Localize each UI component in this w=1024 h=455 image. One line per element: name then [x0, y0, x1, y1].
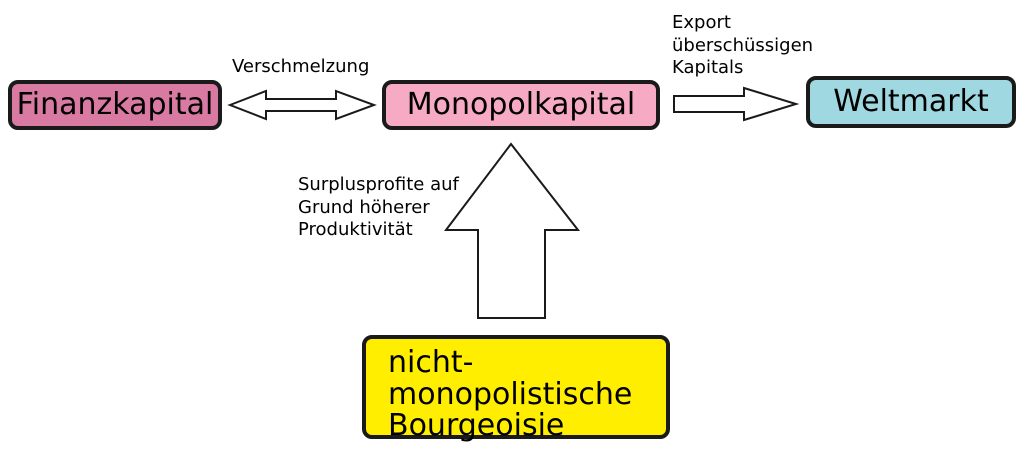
- node-bourgeoisie: nicht- monopolistische Bourgeoisie: [362, 335, 670, 442]
- edge-label-surplus-line: Grund höherer: [298, 196, 430, 218]
- edge-label-export-line: Kapitals: [672, 57, 744, 78]
- double-arrow-verschmelzung: [227, 89, 377, 121]
- edge-label-export-line: überschüssigen: [672, 34, 814, 56]
- edge-label-export: Export überschüssigen Kapitals: [672, 12, 813, 80]
- node-bourgeoisie-line: monopolistische: [388, 376, 633, 412]
- node-weltmarkt-label: Weltmarkt: [833, 84, 989, 119]
- arrow-surplus-up: [443, 142, 581, 319]
- node-finanzkapital: Finanzkapital: [8, 80, 222, 130]
- node-finanzkapital-label: Finanzkapital: [16, 87, 214, 122]
- node-bourgeoisie-line: nicht-: [388, 345, 474, 380]
- edge-label-surplus: Surplusprofite auf Grund höherer Produkt…: [298, 174, 459, 242]
- node-monopolkapital-label: Monopolkapital: [406, 87, 636, 122]
- edge-label-verschmelzung: Verschmelzung: [232, 56, 370, 77]
- edge-label-surplus-line: Produktivität: [298, 219, 413, 240]
- node-bourgeoisie-line: Bourgeoisie: [388, 408, 565, 443]
- arrow-export: [673, 86, 800, 122]
- node-monopolkapital: Monopolkapital: [382, 80, 660, 130]
- edge-label-export-line: Export: [672, 12, 731, 33]
- node-bourgeoisie-label: nicht- monopolistische Bourgeoisie: [388, 347, 632, 442]
- edge-label-surplus-line: Surplusprofite auf: [298, 174, 459, 195]
- node-weltmarkt: Weltmarkt: [806, 76, 1016, 128]
